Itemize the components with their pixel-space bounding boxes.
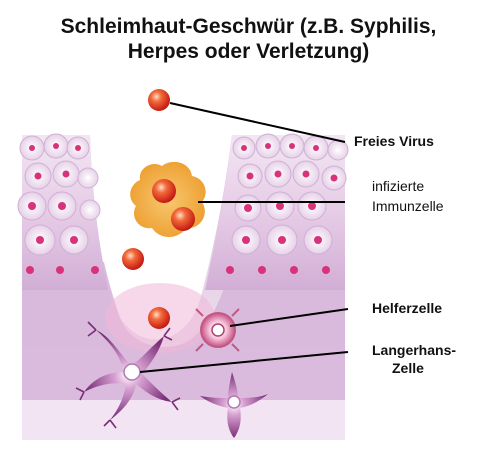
langerhans-cell-small: [200, 372, 268, 438]
virus-free-top: [148, 89, 170, 111]
langerhans-cell-large: [75, 321, 181, 429]
virus-free-mid: [122, 248, 144, 270]
virus-in-cell-1: [152, 179, 176, 203]
leader-langerhans-cell: [139, 351, 349, 373]
label-helper-cell: Helferzelle: [372, 300, 443, 316]
leader-free-virus: [169, 102, 346, 143]
leader-helper-cell: [229, 308, 349, 327]
right-tissue-wall: [205, 133, 349, 290]
label-langerhans-cell-line-2: Zelle: [392, 360, 424, 376]
diagram-title: Schleimhaut-Geschwür (z.B. Syphilis, Her…: [0, 14, 497, 64]
label-langerhans-cell-line-1: Langerhans-: [372, 342, 457, 358]
title-line-2: Herpes oder Verletzung): [127, 40, 370, 63]
virus-free-low: [148, 307, 170, 329]
virus-in-cell-2: [171, 207, 195, 231]
label-infected-immune-cell-line-1: infizierte: [372, 178, 425, 194]
helper-cell-shape: [195, 308, 240, 352]
virus-particles: [122, 89, 195, 329]
leader-lines: [139, 102, 349, 373]
left-tissue-wall: [17, 133, 108, 290]
label-infected-immune-cell-line-2: Immunzelle: [372, 198, 444, 214]
label-free-virus: Freies Virus: [354, 133, 434, 149]
title-line-1: Schleimhaut-Geschwür (z.B. Syphilis,: [60, 15, 437, 38]
